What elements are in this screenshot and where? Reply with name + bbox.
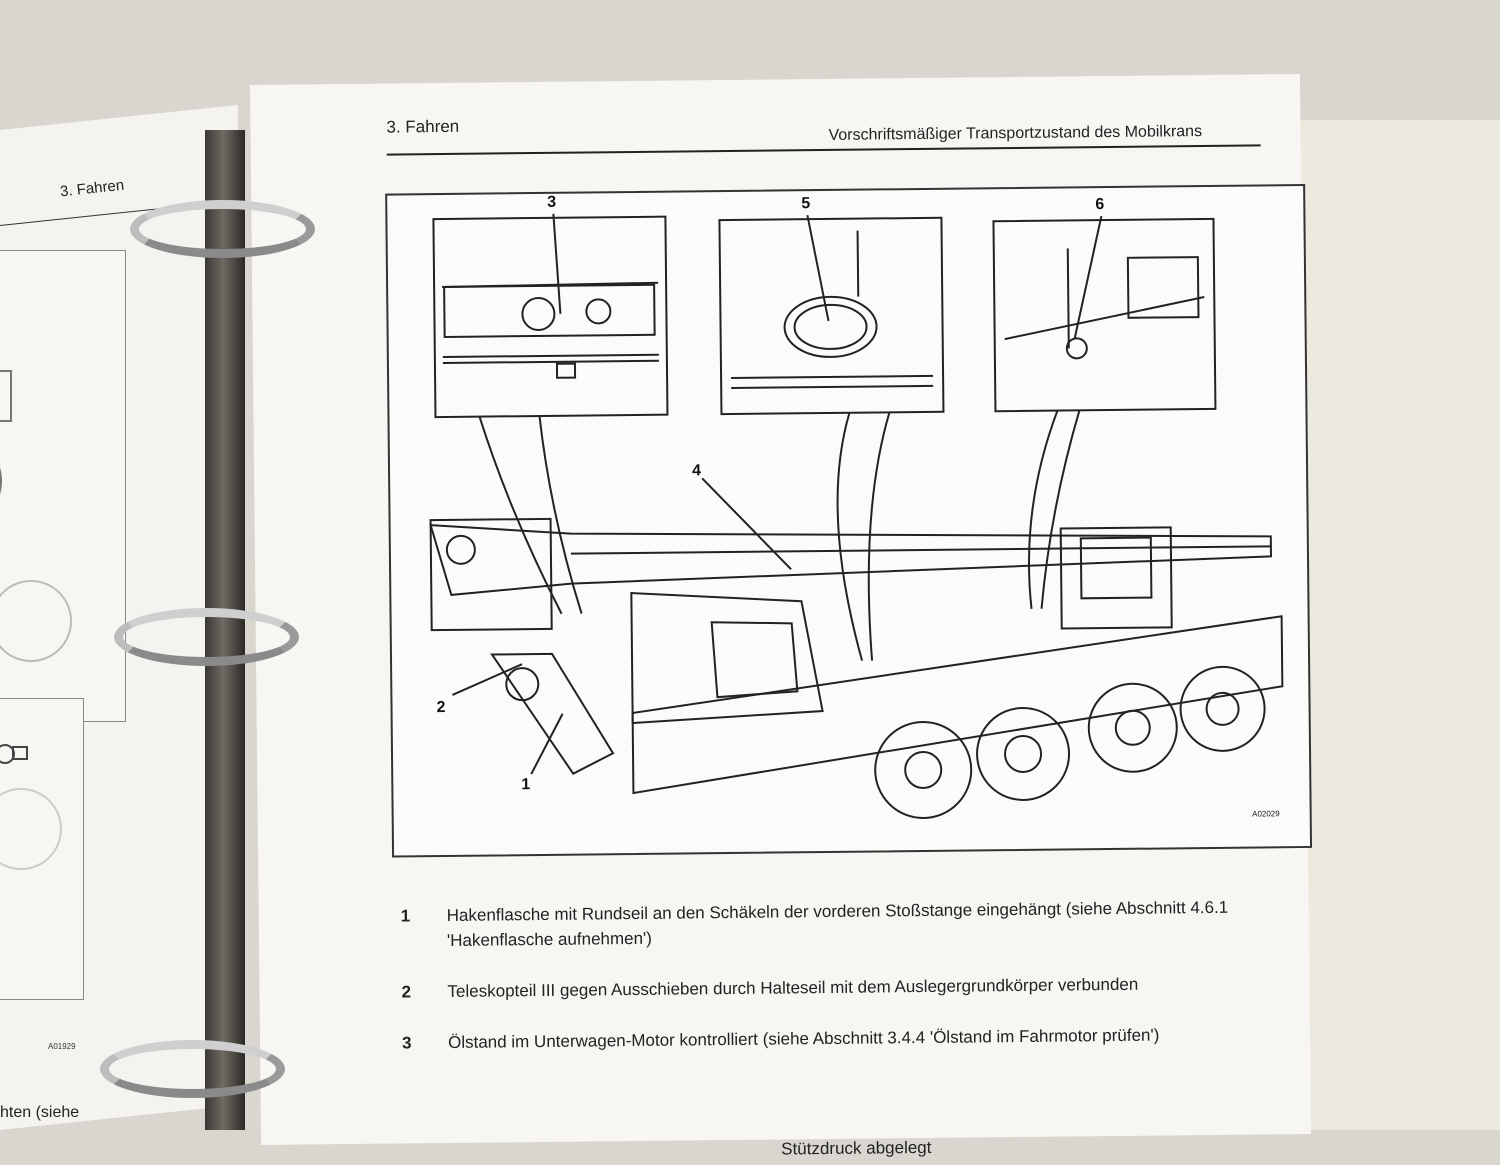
header-rule [386, 144, 1261, 156]
legend-list: 1 Hakenflasche mit Rundseil an den Schäk… [401, 894, 1283, 1081]
binder-ring-middle [114, 608, 299, 666]
item-text: Ölstand im Unterwagen-Motor kontrolliert… [447, 1025, 1160, 1052]
item-number: 1 [400, 906, 411, 926]
item-text: Hakenflasche mit Rundseil an den Schäkel… [446, 897, 1229, 950]
page-header-section: 3. Fahren [386, 116, 460, 137]
detail-box-6 [992, 217, 1217, 413]
callout-5: 5 [801, 195, 811, 213]
binder-ring-top [130, 200, 315, 258]
detail-box-5 [718, 216, 945, 416]
background-table [1290, 120, 1500, 1130]
callout-2: 2 [436, 698, 446, 717]
callout-4: 4 [691, 462, 702, 480]
callout-6: 6 [1095, 196, 1105, 214]
left-figure-2-drawing [0, 744, 62, 870]
left-figure-code: A01929 [48, 1042, 76, 1051]
crane-figure: 3 5 6 4 2 1 A02029 [385, 183, 1313, 858]
cut-off-line: Stützdruck abgelegt [781, 1137, 932, 1159]
left-page-figure-2 [0, 698, 84, 1000]
crane-drawing [429, 213, 1284, 819]
item-text: Teleskopteil III gegen Ausschieben durch… [447, 974, 1139, 1001]
list-item: 1 Hakenflasche mit Rundseil an den Schäk… [401, 894, 1281, 953]
item-number: 2 [401, 982, 412, 1002]
left-page-bottom-text: hten (siehe [0, 1104, 80, 1121]
callout-3: 3 [547, 193, 557, 211]
binder-ring-bottom [100, 1040, 285, 1098]
list-item: 3 Ölstand im Unterwagen-Motor kontrollie… [402, 1021, 1282, 1055]
detail-box-3 [432, 215, 669, 419]
figure-code: A02029 [1252, 809, 1280, 819]
list-item: 2 Teleskopteil III gegen Ausschieben dur… [401, 970, 1281, 1004]
page-header-title: Vorschriftsmäßiger Transportzustand des … [828, 123, 1203, 144]
left-figure-drawing [0, 370, 72, 662]
item-number: 3 [401, 1033, 412, 1053]
manual-page: 3. Fahren Vorschriftsmäßiger Transportzu… [250, 74, 1313, 1158]
left-page-figure [0, 250, 126, 722]
callout-1: 1 [521, 776, 531, 794]
